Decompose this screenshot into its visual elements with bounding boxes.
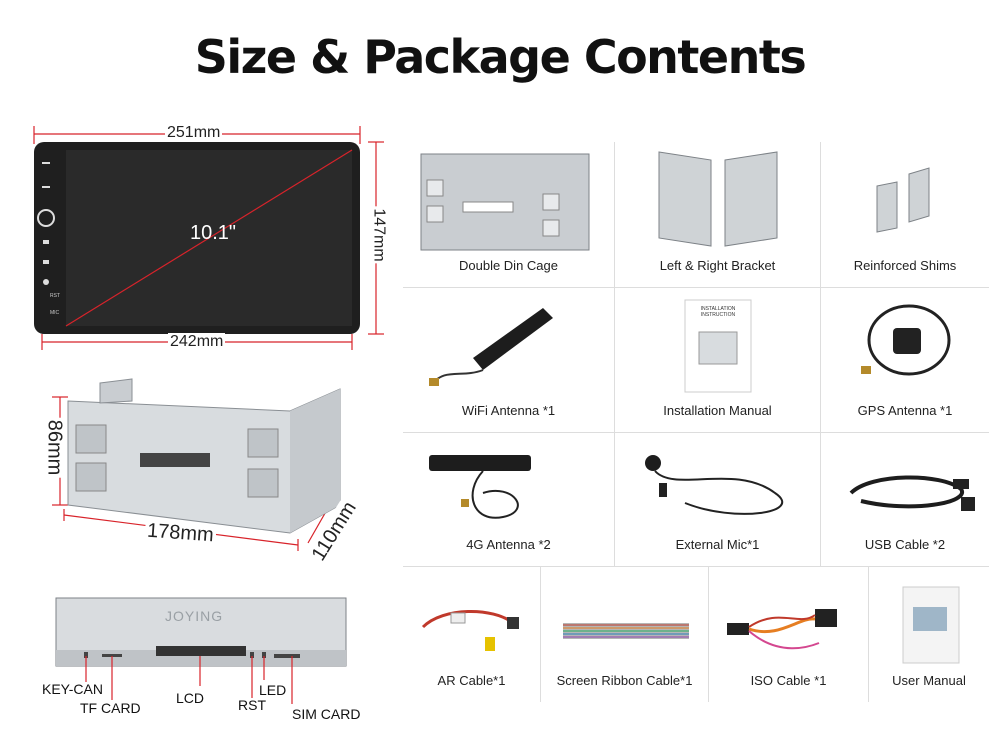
side-view-diagram	[55, 597, 347, 704]
item-label: Double Din Cage	[458, 258, 558, 273]
item-ar-cable: AR Cable*1	[403, 567, 541, 702]
4g-antenna-icon	[429, 455, 531, 519]
mic-label: MIC	[50, 310, 60, 316]
item-label: Reinforced Shims	[853, 258, 957, 273]
cage-width-label: 178mm	[144, 519, 217, 548]
manual-title: INSTALLATION INSTRUCTION	[700, 306, 736, 318]
item-gps-antenna: GPS Antenna *1	[821, 288, 989, 433]
diagonal-label: 10.1"	[190, 222, 237, 244]
package-contents-grid: Double Din Cage Left & Right Bracket Rei…	[403, 142, 989, 702]
gps-antenna-icon	[861, 304, 951, 376]
item-label: External Mic*1	[675, 537, 760, 552]
side-brand-label: JOYING	[165, 608, 224, 624]
page-title: Size & Package Contents	[194, 30, 807, 84]
bracket-icon	[658, 151, 778, 247]
item-label: USB Cable *2	[864, 537, 946, 552]
user-manual-icon	[902, 586, 960, 664]
double-din-cage-icon	[420, 153, 590, 251]
outer-width-label: 251mm	[165, 124, 223, 142]
callout-tf-card: TF CARD	[80, 700, 141, 716]
ribbon-cable-icon	[563, 623, 689, 639]
cage-height-label: 86mm	[42, 417, 66, 478]
usb-cable-icon	[849, 475, 975, 511]
callout-rst: RST	[238, 697, 266, 713]
item-label: 4G Antenna *2	[466, 537, 551, 552]
item-usb-cable: USB Cable *2	[821, 433, 989, 567]
item-user-manual: User Manual	[869, 567, 989, 702]
item-iso-cable: ISO Cable *1	[709, 567, 869, 702]
iso-cable-icon	[727, 609, 837, 650]
item-installation-manual: INSTALLATION INSTRUCTION Installation Ma…	[615, 288, 821, 433]
item-external-mic: External Mic*1	[615, 433, 821, 567]
inner-width-label: 242mm	[168, 333, 226, 351]
item-bracket: Left & Right Bracket	[615, 142, 821, 288]
height-label: 147mm	[369, 206, 388, 264]
callout-sim-card: SIM CARD	[292, 706, 361, 722]
mic-icon	[645, 455, 784, 515]
rst-button-label: RST	[50, 293, 60, 299]
callout-lcd: LCD	[176, 690, 205, 706]
item-shims: Reinforced Shims	[821, 142, 989, 288]
item-label: WiFi Antenna *1	[461, 403, 556, 418]
item-label: GPS Antenna *1	[857, 403, 953, 418]
item-label: Installation Manual	[663, 403, 772, 418]
manual-icon	[684, 299, 752, 393]
item-label: AR Cable*1	[437, 673, 506, 688]
item-label: Screen Ribbon Cable*1	[556, 673, 693, 688]
cage-diagram	[52, 378, 341, 551]
callout-key-can: KEY-CAN	[42, 681, 103, 697]
item-4g-antenna: 4G Antenna *2	[403, 433, 615, 567]
item-label: ISO Cable *1	[750, 673, 827, 688]
item-wifi-antenna: WiFi Antenna *1	[403, 288, 615, 433]
item-double-din-cage: Double Din Cage	[403, 142, 615, 288]
callout-led: LED	[259, 682, 287, 698]
head-unit-front-diagram	[33, 126, 384, 350]
item-ribbon-cable: Screen Ribbon Cable*1	[541, 567, 709, 702]
wifi-antenna-icon	[429, 308, 553, 386]
item-label: User Manual	[892, 673, 966, 688]
item-label: Left & Right Bracket	[659, 258, 776, 273]
shims-icon	[876, 167, 930, 233]
ar-cable-icon	[421, 609, 519, 651]
